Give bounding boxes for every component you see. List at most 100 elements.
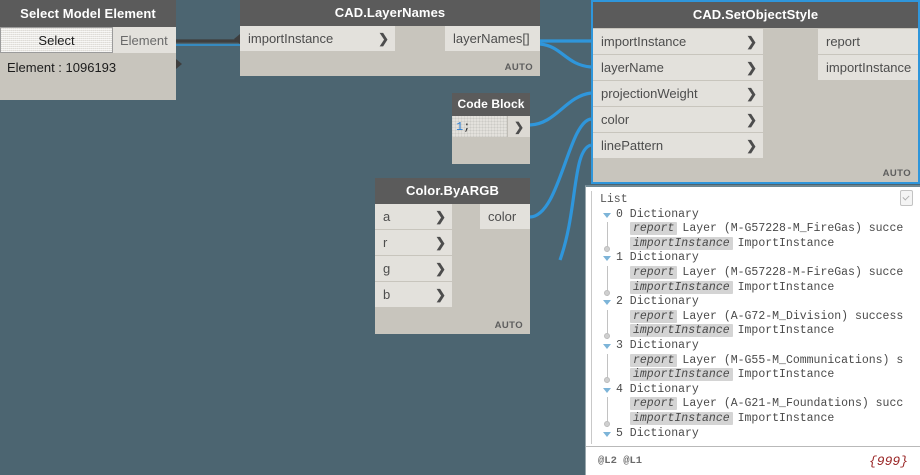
input-port-importinstance[interactable]: importInstance ❯ <box>240 26 395 51</box>
tree-key-badge: report <box>630 265 678 279</box>
tree-index-label: 1 Dictionary <box>616 251 699 265</box>
port-label: importInstance <box>826 60 912 75</box>
node-title: Select Model Element <box>0 0 176 27</box>
selected-element-value: Element : 1096193 <box>0 53 176 100</box>
input-ports: importInstance ❯ <box>240 26 395 51</box>
node-cad-setobjectstyle[interactable]: CAD.SetObjectStyle importInstance ❯ laye… <box>591 0 920 184</box>
input-ports: importInstance ❯ layerName ❯ projectionW… <box>593 29 763 159</box>
node-select-model-element[interactable]: Select Model Element Select Element Elem… <box>0 0 182 100</box>
collapse-triangle-icon[interactable] <box>603 343 611 349</box>
output-port-color[interactable]: color <box>480 204 530 229</box>
output-port-codeblock[interactable]: ❯ <box>507 116 530 137</box>
collapse-triangle-icon[interactable] <box>603 212 611 218</box>
collapse-triangle-icon[interactable] <box>603 256 611 262</box>
node-title: CAD.SetObjectStyle <box>593 2 918 28</box>
tree-index-row[interactable]: 0 Dictionary <box>586 208 920 223</box>
port-label: a <box>383 209 391 224</box>
tree-key-badge: importInstance <box>630 236 733 250</box>
output-ports: layerNames[] <box>445 26 540 51</box>
node-title: Code Block <box>452 93 530 116</box>
tree-key-badge: report <box>630 353 678 367</box>
chevron-right-icon: ❯ <box>513 119 525 134</box>
tree-root-line <box>591 191 592 444</box>
input-port-projectionweight[interactable]: projectionWeight ❯ <box>593 81 763 106</box>
chevron-right-icon: ❯ <box>435 287 446 302</box>
input-port-importinstance[interactable]: importInstance ❯ <box>593 29 763 54</box>
collapse-triangle-icon[interactable] <box>603 431 611 437</box>
tree-kv-row: report Layer (M-G57228-M-FireGas) succe <box>586 265 920 281</box>
tree-connector-line <box>607 265 608 281</box>
tree-end-dot-icon <box>604 333 610 340</box>
tree-end-dot-icon <box>604 245 610 252</box>
tree-value-text: Layer (A-G21-M_Foundations) succ <box>682 397 904 411</box>
tree-value-text: ImportInstance <box>737 280 835 294</box>
port-label: importInstance <box>248 31 334 46</box>
input-port-linepattern[interactable]: linePattern ❯ <box>593 133 763 158</box>
port-label: layerName <box>601 60 664 75</box>
collapse-triangle-icon[interactable] <box>603 387 611 393</box>
auto-badge: AUTO <box>494 320 523 331</box>
node-code-block[interactable]: Code Block 1; ❯ <box>452 93 530 164</box>
node-cad-layernames[interactable]: CAD.LayerNames importInstance ❯ layerNam… <box>234 0 540 76</box>
tree-kv-row: report Layer (A-G72-M_Division) success <box>586 309 920 325</box>
output-port-report[interactable]: report <box>818 29 918 54</box>
tree-index-row[interactable]: 5 Dictionary <box>586 427 920 442</box>
tree-index-label: 0 Dictionary <box>616 207 699 221</box>
input-port-r[interactable]: r ❯ <box>375 230 452 255</box>
tree-value-text: Layer (A-G72-M_Division) success <box>682 309 904 323</box>
tree-key-badge: importInstance <box>630 324 733 338</box>
code-block-editor[interactable]: 1; <box>452 116 507 137</box>
tree-value-text: Layer (M-G57228-M-FireGas) succe <box>682 265 904 279</box>
collapse-triangle-icon[interactable] <box>603 300 611 306</box>
port-label: b <box>383 287 391 302</box>
tree-connector-line <box>607 368 608 384</box>
input-port-b[interactable]: b ❯ <box>375 282 452 307</box>
tree-root-label: List <box>600 193 628 206</box>
chevron-right-icon: ❯ <box>746 112 757 127</box>
chevron-right-icon: ❯ <box>746 86 757 101</box>
tree-index-row[interactable]: 1 Dictionary <box>586 251 920 266</box>
item-count-badge: {999} <box>868 453 908 469</box>
tree-end-dot-icon <box>604 377 610 384</box>
auto-badge: AUTO <box>504 62 533 73</box>
tree-index-row[interactable]: 4 Dictionary <box>586 383 920 398</box>
input-port-layername[interactable]: layerName ❯ <box>593 55 763 80</box>
tree-key-badge: importInstance <box>630 280 733 294</box>
port-label: layerNames[] <box>453 31 530 46</box>
tree-index-label: 4 Dictionary <box>616 382 699 396</box>
node-title: Color.ByARGB <box>375 178 530 204</box>
pin-icon[interactable] <box>900 190 913 206</box>
chevron-right-icon: ❯ <box>435 235 446 250</box>
code-terminator: ; <box>463 119 471 134</box>
tree-key-badge: report <box>630 309 678 323</box>
output-port-element[interactable]: Element <box>113 27 176 53</box>
tree-kv-row: report Layer (M-G55-M_Communications) s <box>586 353 920 369</box>
tree-index-label: 2 Dictionary <box>616 295 699 309</box>
tree-value-text: Layer (M-G55-M_Communications) s <box>682 353 904 367</box>
tree-connector-line <box>607 411 608 427</box>
output-port-layernames[interactable]: layerNames[] <box>445 26 540 51</box>
tree-index-row[interactable]: 2 Dictionary <box>586 295 920 310</box>
input-port-color[interactable]: color ❯ <box>593 107 763 132</box>
chevron-right-icon: ❯ <box>435 209 446 224</box>
output-ports: report importInstance <box>818 29 918 159</box>
port-label: r <box>383 235 388 250</box>
select-button[interactable]: Select <box>0 27 113 53</box>
node-color-byargb[interactable]: Color.ByARGB a ❯ r ❯ g ❯ <box>375 178 530 334</box>
input-port-a[interactable]: a ❯ <box>375 204 452 229</box>
output-port-importinstance[interactable]: importInstance <box>818 55 918 80</box>
level-indicator[interactable]: @L2 @L1 <box>598 455 643 467</box>
port-label: importInstance <box>601 34 687 49</box>
tree-connector-line <box>607 353 608 369</box>
node-title: CAD.LayerNames <box>240 0 540 26</box>
input-port-g[interactable]: g ❯ <box>375 256 452 281</box>
auto-badge: AUTO <box>882 168 911 179</box>
tree-index-row[interactable]: 3 Dictionary <box>586 339 920 354</box>
